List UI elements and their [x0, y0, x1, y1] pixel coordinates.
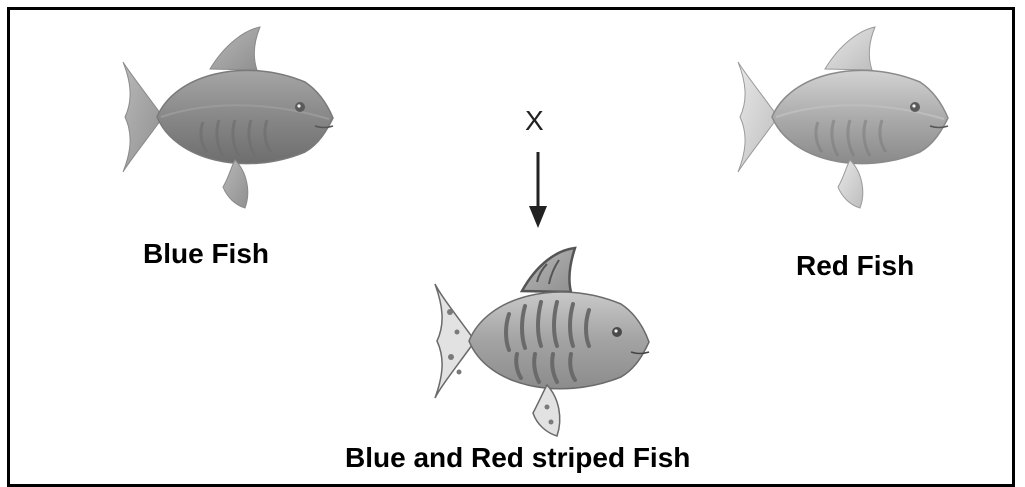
striped-fish-label: Blue and Red striped Fish: [345, 442, 690, 474]
striped-fish-icon: [425, 242, 655, 440]
red-fish-icon: [730, 22, 955, 212]
down-arrow-icon: [526, 150, 550, 230]
diagram-frame: X Blue Fish Red Fish: [7, 7, 1015, 487]
red-fish-label: Red Fish: [796, 250, 914, 282]
blue-fish-icon: [115, 22, 340, 212]
blue-fish-label: Blue Fish: [143, 238, 269, 270]
cross-symbol: X: [525, 105, 544, 137]
